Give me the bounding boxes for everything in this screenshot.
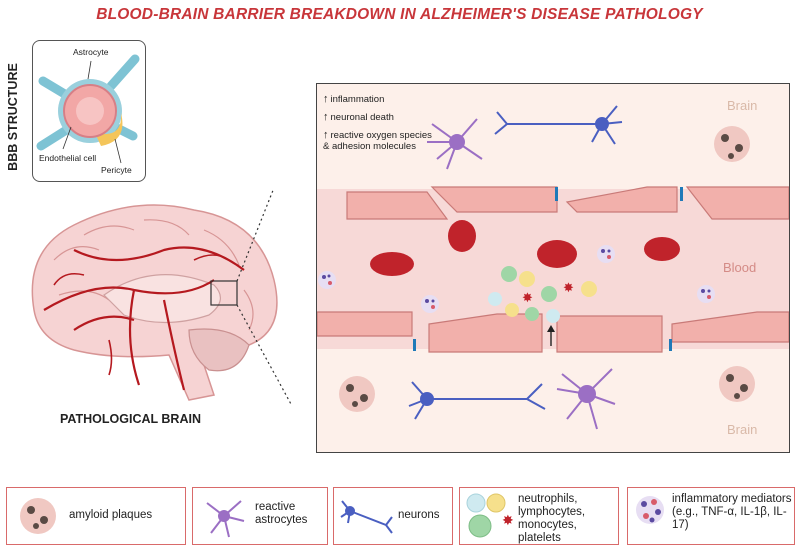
legend-item-astrocytes: reactive astrocytes (192, 487, 328, 545)
astrocyte-label: Astrocyte (73, 47, 109, 57)
endothelial-cell (428, 313, 543, 353)
neuron (494, 105, 623, 145)
endothelial-cell (346, 191, 449, 220)
pericyte-label: Pericyte (101, 165, 132, 175)
pathological-brain-label: PATHOLOGICAL BRAIN (60, 412, 201, 426)
lymphocyte (519, 271, 535, 287)
amyloid-plaque (339, 126, 755, 412)
legend-label: neurons (398, 509, 440, 521)
legend-item-immune-cells: ✸ neutrophils, lymphocytes, monocytes, p… (459, 487, 619, 545)
amyloid-plaque-icon (20, 498, 56, 534)
note-text: neuronal death (330, 112, 394, 123)
bbb-breakdown-panel: ✸ ✸ (316, 83, 790, 453)
endothelial-cell (685, 186, 789, 220)
legend-item-neurons: neurons (333, 487, 453, 545)
endothelial-cell (556, 315, 663, 353)
note-inflammation: ↑inflammation (323, 93, 385, 106)
note-text: inflammation (330, 94, 385, 105)
legend-label: amyloid plaques (69, 509, 153, 521)
mediators-icon (636, 496, 664, 524)
reactive-astrocyte (427, 118, 483, 170)
svg-text:✸: ✸ (563, 281, 574, 296)
note-neuronal-death: ↑neuronal death (323, 111, 394, 124)
red-blood-cell (448, 220, 476, 252)
red-blood-cell (644, 237, 680, 261)
brain-region-label-top: Brain (727, 98, 758, 113)
up-arrow-icon: ↑ (323, 111, 329, 123)
bbb-structure-heading: BBB STRUCTURE (6, 63, 20, 171)
neuron (408, 381, 546, 420)
panel-illustration: ✸ ✸ (317, 84, 789, 452)
svg-text:✸: ✸ (502, 513, 514, 529)
up-arrow-icon: ↑ (323, 129, 329, 141)
endothelial-cell (317, 311, 413, 337)
monocyte (525, 307, 539, 321)
legend-label: neutrophils, lymphocytes, monocytes, pla… (518, 493, 586, 544)
endothelial-cell (565, 186, 678, 213)
legend-item-amyloid: amyloid plaques (6, 487, 186, 545)
lymphocyte (581, 281, 597, 297)
mediator-cluster (318, 245, 715, 313)
svg-text:✸: ✸ (522, 291, 533, 306)
neuron-icon (340, 500, 393, 534)
monocyte (501, 266, 517, 282)
pathological-brain-illustration (31, 190, 293, 405)
immune-cells-icon: ✸ (466, 493, 514, 538)
note-ros: ↑reactive oxygen species & adhesion mole… (323, 129, 433, 153)
red-blood-cell (537, 240, 577, 268)
legend-item-mediators: inflammatory mediators (e.g., TNF-α, IL-… (627, 487, 795, 545)
reactive-astrocyte-icon (206, 500, 245, 538)
neutrophil (488, 292, 502, 306)
legend-label: reactive astrocytes (255, 501, 308, 526)
note-text: reactive oxygen species & adhesion molec… (323, 130, 432, 152)
bbb-structure-inset: Astrocyte Endothelial cell Pericyte (32, 40, 146, 182)
legend-label: inflammatory mediators (e.g., TNF-α, IL-… (672, 493, 792, 531)
reactive-astrocyte (556, 368, 616, 430)
up-arrow-icon: ↑ (323, 93, 329, 105)
neutrophil (546, 309, 560, 323)
red-blood-cell (370, 252, 414, 276)
blood-region-label: Blood (723, 260, 757, 275)
brain-region-label-bottom: Brain (727, 422, 758, 437)
lymphocyte (505, 303, 519, 317)
endothelial-cell (430, 186, 558, 213)
monocyte (541, 286, 557, 302)
bbb-cross-section-illustration (36, 54, 140, 164)
figure-title: BLOOD-BRAIN BARRIER BREAKDOWN IN ALZHEIM… (96, 6, 703, 23)
endothelial-cell-label: Endothelial cell (39, 153, 97, 163)
